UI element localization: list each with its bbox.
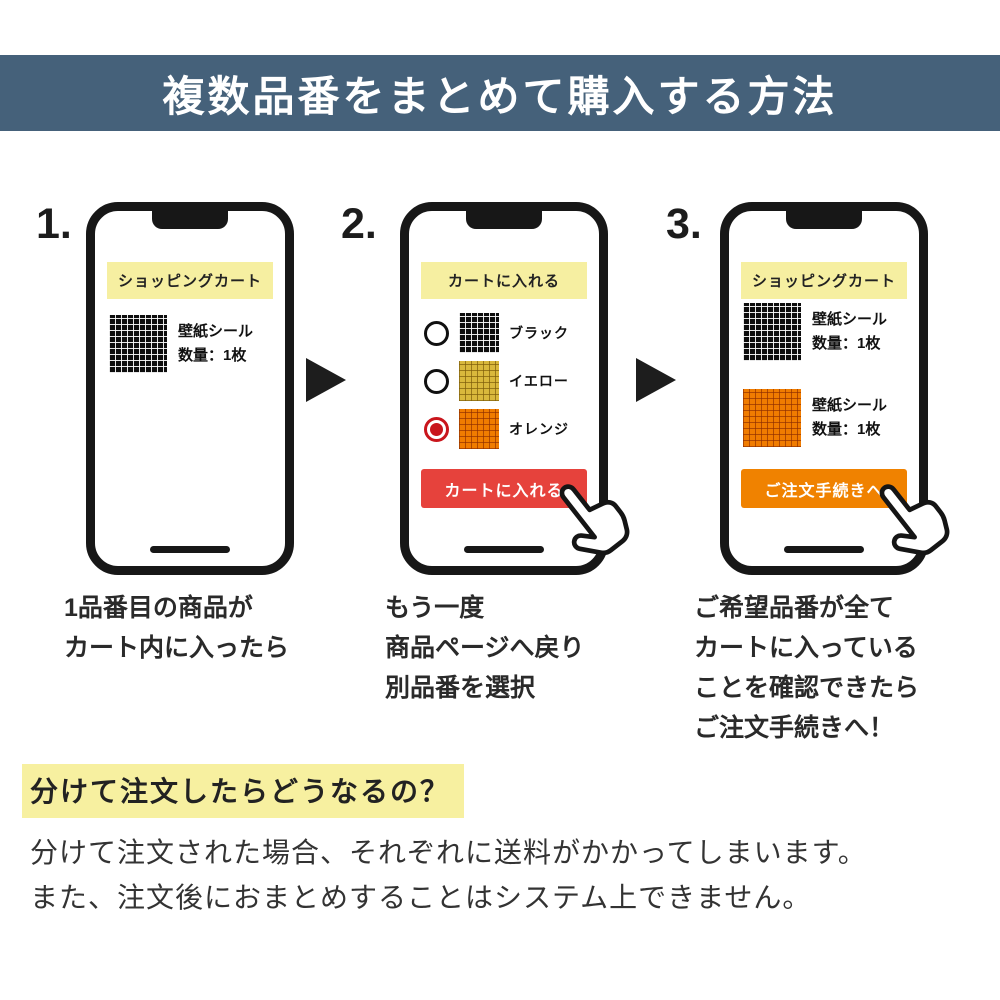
product-qty: 数量：1枚 [178, 347, 247, 364]
cart-item: 壁紙シール 数量：1枚 [109, 315, 253, 373]
add-to-cart-button[interactable]: カートに入れる [421, 469, 587, 508]
step-3-number: 3. [666, 200, 702, 248]
phone-step-3: ショッピングカート 壁紙シール 数量：1枚 壁紙シール 数量：1枚 ご注文手続き… [720, 202, 950, 575]
phone-notch [152, 211, 228, 229]
color-swatch-yellow [459, 361, 499, 401]
footer-note-line: 分けて注文された場合、それぞれに送料がかかってしまいます。 [30, 837, 867, 868]
radio-unselected-icon[interactable] [424, 368, 449, 394]
color-swatch-orange [459, 409, 499, 449]
cart-item: 壁紙シール 数量：1枚 [743, 303, 887, 361]
arrow-right-icon [636, 358, 676, 402]
arrow-right-icon [306, 358, 346, 402]
color-swatch-black [459, 313, 499, 353]
hand-cursor-icon [879, 484, 950, 556]
checkout-button[interactable]: ご注文手続きへ [741, 469, 907, 508]
product-qty: 数量：1枚 [812, 335, 881, 352]
phone-home-indicator [784, 546, 864, 553]
product-qty: 数量：1枚 [812, 421, 881, 438]
header-banner: 複数品番をまとめて購入する方法 [0, 55, 1000, 131]
step-2-caption: もう一度 商品ページへ戻り 別品番を選択 [385, 594, 585, 702]
product-swatch-orange [743, 389, 801, 447]
hand-cursor-icon [559, 484, 630, 556]
radio-unselected-icon[interactable] [424, 320, 449, 346]
product-swatch-black [743, 303, 801, 361]
product-name: 壁紙シール [812, 311, 888, 328]
product-name: 壁紙シール [178, 323, 254, 340]
footer-question-heading: 分けて注文したらどうなるの？ [22, 764, 465, 818]
step-1-caption: 1品番目の商品が カート内に入ったら [64, 594, 290, 662]
product-swatch-black [109, 315, 167, 373]
product-name: 壁紙シール [812, 397, 888, 414]
footer-note-line: また、注文後におまとめすることはシステム上できません。 [30, 882, 812, 914]
cart-item: 壁紙シール 数量：1枚 [743, 389, 887, 447]
color-option-label: ブラック [509, 325, 569, 341]
page-title: 複数品番をまとめて購入する方法 [162, 72, 838, 120]
cart-title-bar: ショッピングカート [741, 262, 907, 299]
add-to-cart-title-bar: カートに入れる [421, 262, 587, 299]
color-option-yellow[interactable]: イエロー [424, 361, 569, 401]
radio-selected-icon[interactable] [424, 416, 449, 442]
step-2-number: 2. [341, 200, 377, 248]
phone-notch [466, 211, 542, 229]
cart-title-bar: ショッピングカート [107, 262, 273, 299]
color-option-label: オレンジ [509, 421, 569, 437]
phone-step-1: ショッピングカート 壁紙シール 数量：1枚 [86, 202, 294, 575]
phone-home-indicator [464, 546, 544, 553]
phone-home-indicator [150, 546, 230, 553]
color-option-label: イエロー [509, 373, 569, 389]
step-3-caption: ご希望品番が全て カートに入っている ことを確認できたら ご注文手続きへ！ [694, 594, 920, 742]
step-1-number: 1. [36, 200, 72, 248]
color-option-orange[interactable]: オレンジ [424, 409, 569, 449]
phone-step-2: カートに入れる ブラック イエロー オレンジ カートに入れる [400, 202, 630, 575]
footer-note: 分けて注文された場合、それぞれに送料がかかってしまいます。 また、注文後におまと… [30, 830, 867, 921]
color-option-black[interactable]: ブラック [424, 313, 569, 353]
phone-notch [786, 211, 862, 229]
